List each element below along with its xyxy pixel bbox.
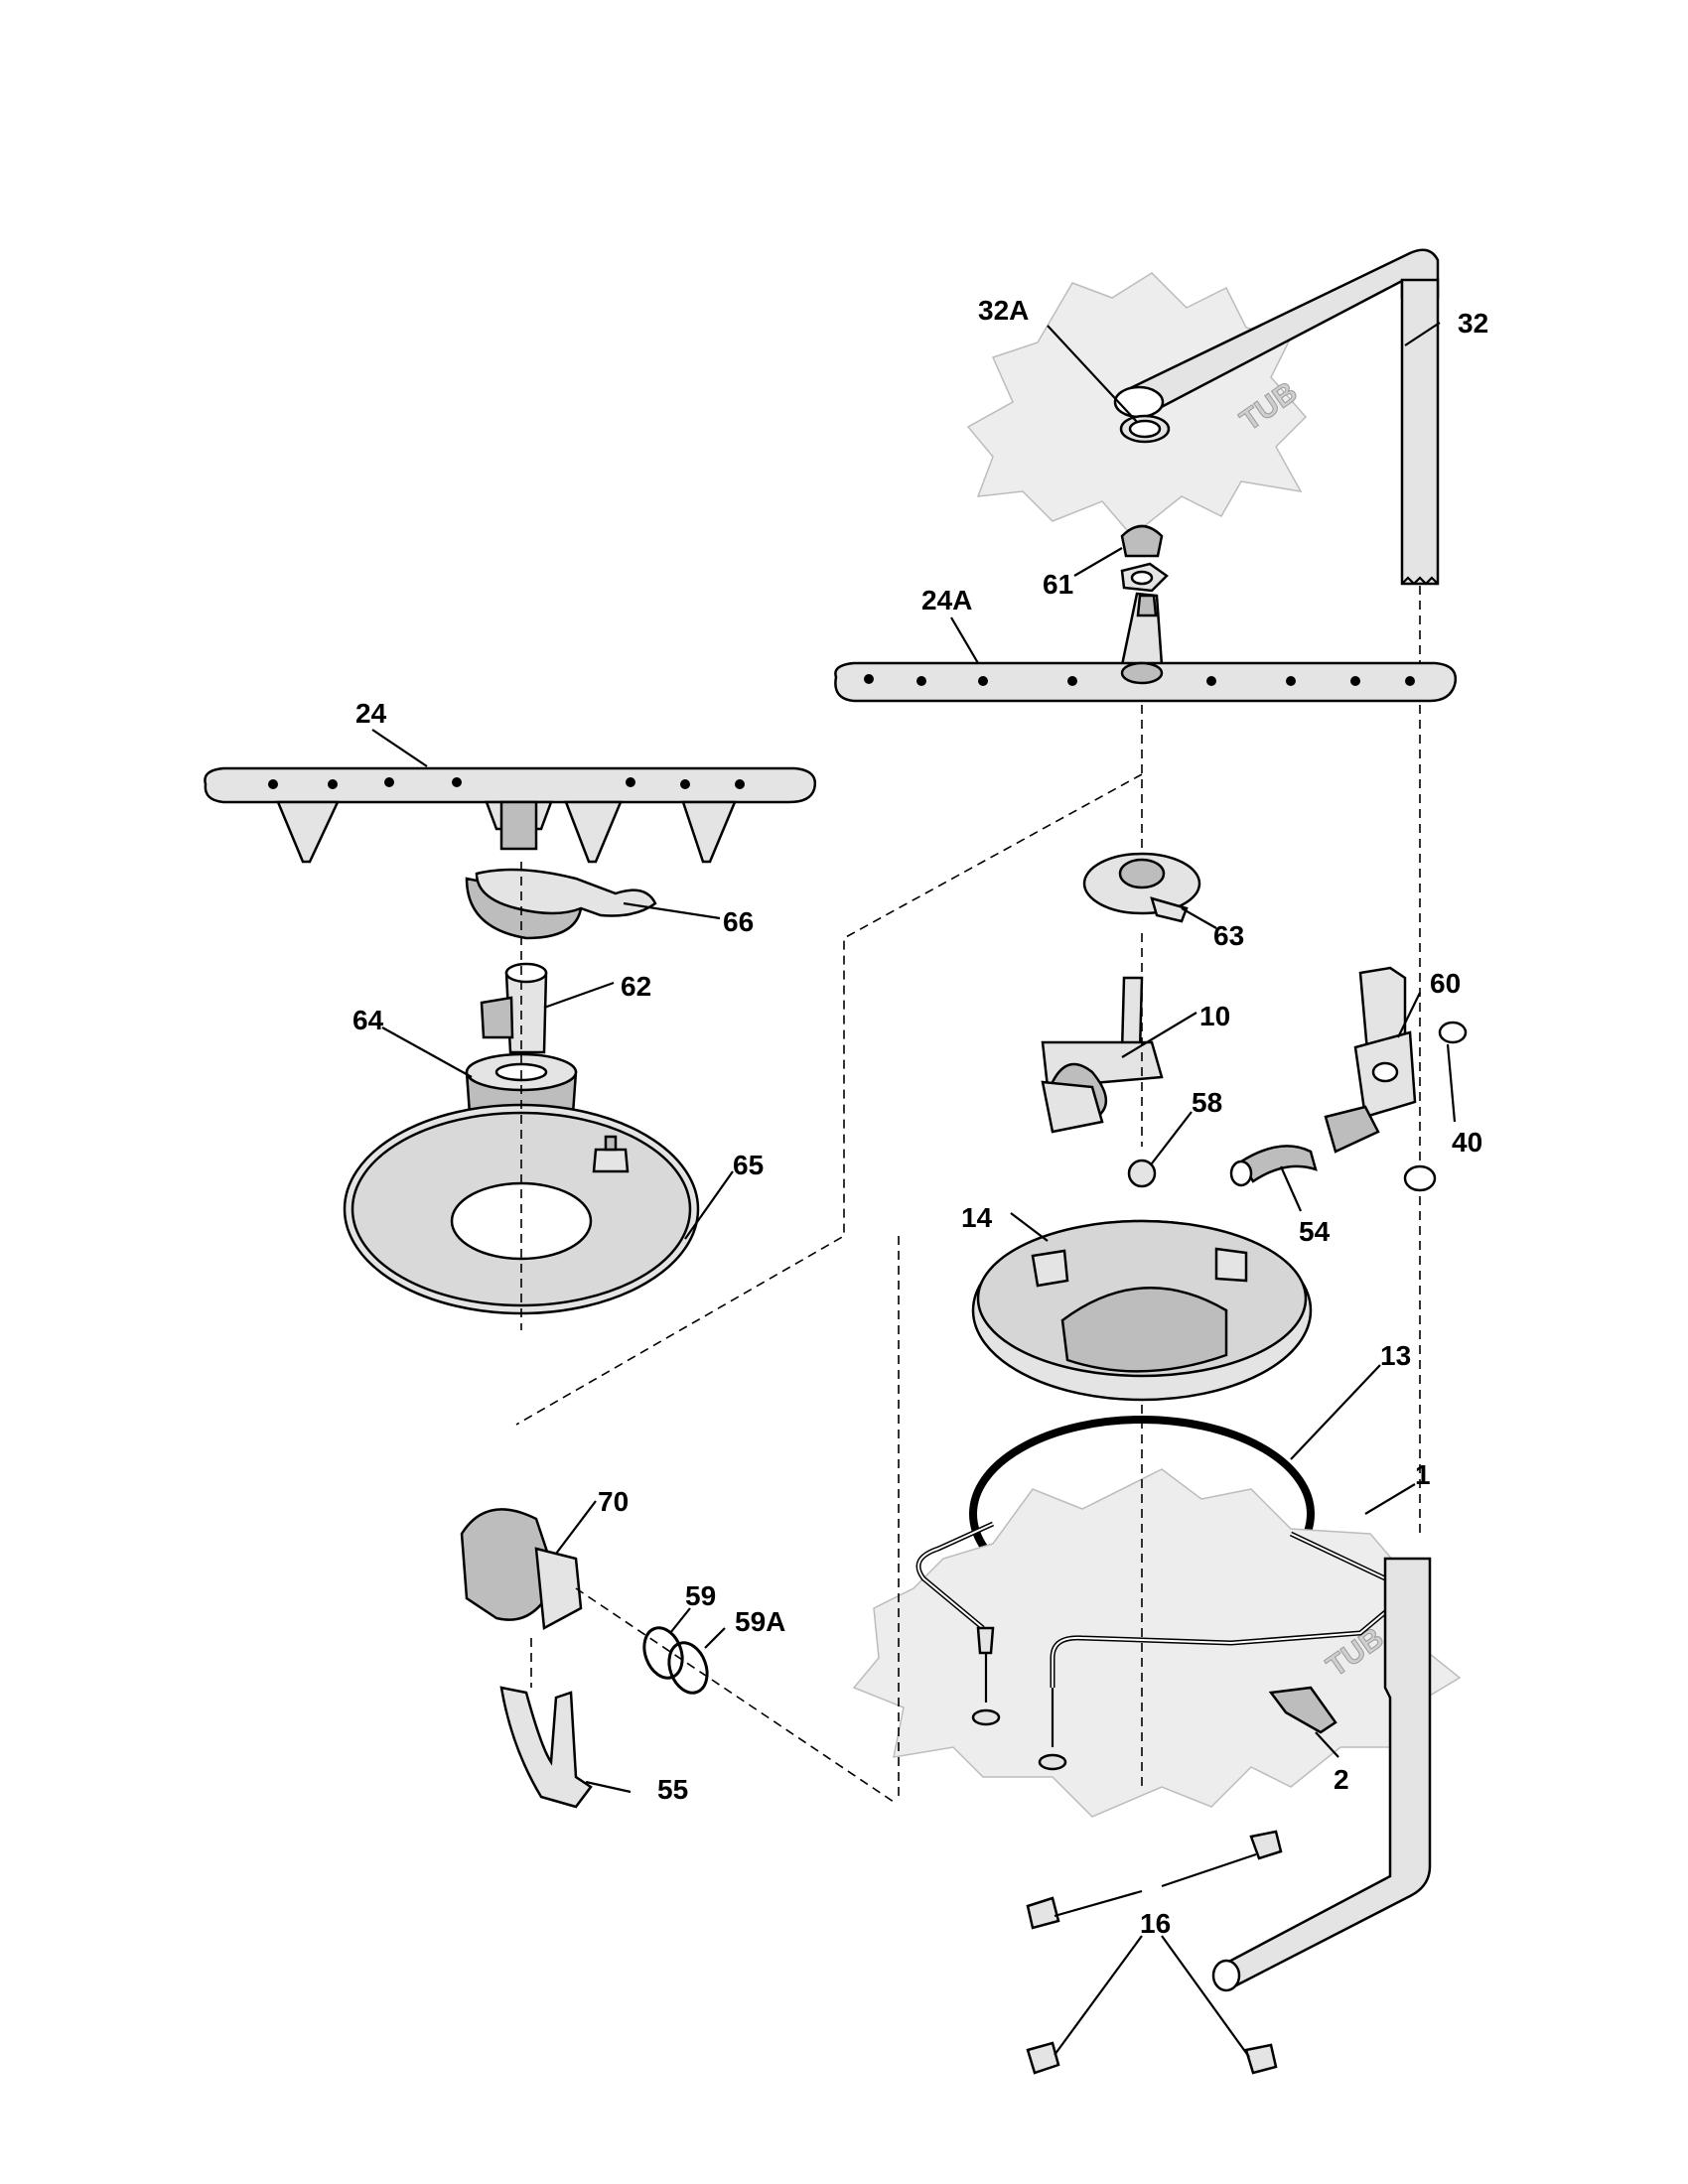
callout-65: 65 [733, 1150, 764, 1180]
callout-60: 60 [1430, 968, 1461, 999]
upper-spray-arm-24A [834, 592, 1458, 879]
callout-32: 32 [1458, 308, 1488, 339]
seal-ring-32A [1119, 414, 1171, 444]
callout-59: 59 [685, 1580, 716, 1611]
water-valve-60 [1324, 966, 1417, 1154]
callout-24A: 24A [921, 585, 972, 615]
clamp-40 [1403, 1021, 1468, 1192]
callout-54: 54 [1299, 1216, 1331, 1247]
callout-61: 61 [1043, 569, 1073, 600]
callout-62: 62 [621, 971, 651, 1002]
clips-16 [1026, 1830, 1283, 2075]
motor-bracket-55 [499, 1638, 593, 1809]
callout-55: 55 [657, 1774, 688, 1805]
hose-54 [1229, 1145, 1318, 1187]
callout-16: 16 [1140, 1908, 1171, 1939]
callout-70: 70 [598, 1486, 629, 1517]
callout-66: 66 [723, 906, 754, 937]
callout-14: 14 [961, 1202, 993, 1233]
callout-24: 24 [355, 698, 387, 729]
nozzle-61 [1120, 524, 1169, 593]
bracket-2 [1268, 1686, 1337, 1734]
callout-labels: 32A 32 61 24A 24 66 63 62 60 64 10 58 40… [352, 295, 1488, 1939]
callout-40: 40 [1452, 1127, 1482, 1158]
callout-32A: 32A [978, 295, 1029, 326]
callout-59A: 59A [735, 1606, 785, 1637]
tube-62 [480, 962, 548, 1054]
screen-plate-65 [343, 862, 700, 1330]
pump-housing-10 [1041, 933, 1164, 1147]
callout-2: 2 [1334, 1764, 1349, 1795]
pump-motor-70 [460, 1508, 895, 1803]
callout-64: 64 [352, 1005, 384, 1035]
heating-element-1 [915, 1521, 1397, 1771]
callout-58: 58 [1192, 1087, 1222, 1118]
ball-58 [1127, 1159, 1157, 1188]
callout-63: 63 [1213, 920, 1244, 951]
callout-13: 13 [1380, 1340, 1411, 1371]
o-rings-59 [642, 1626, 709, 1695]
drain-hose [1211, 1557, 1432, 1992]
lower-spray-arm-24 [204, 766, 817, 864]
cover-63 [1082, 852, 1201, 923]
supply-tube-32 [1113, 248, 1440, 1534]
callout-10: 10 [1199, 1001, 1230, 1031]
callout-1: 1 [1415, 1459, 1431, 1490]
leader-lines [371, 322, 1457, 2058]
sump-14 [971, 1219, 1313, 1402]
